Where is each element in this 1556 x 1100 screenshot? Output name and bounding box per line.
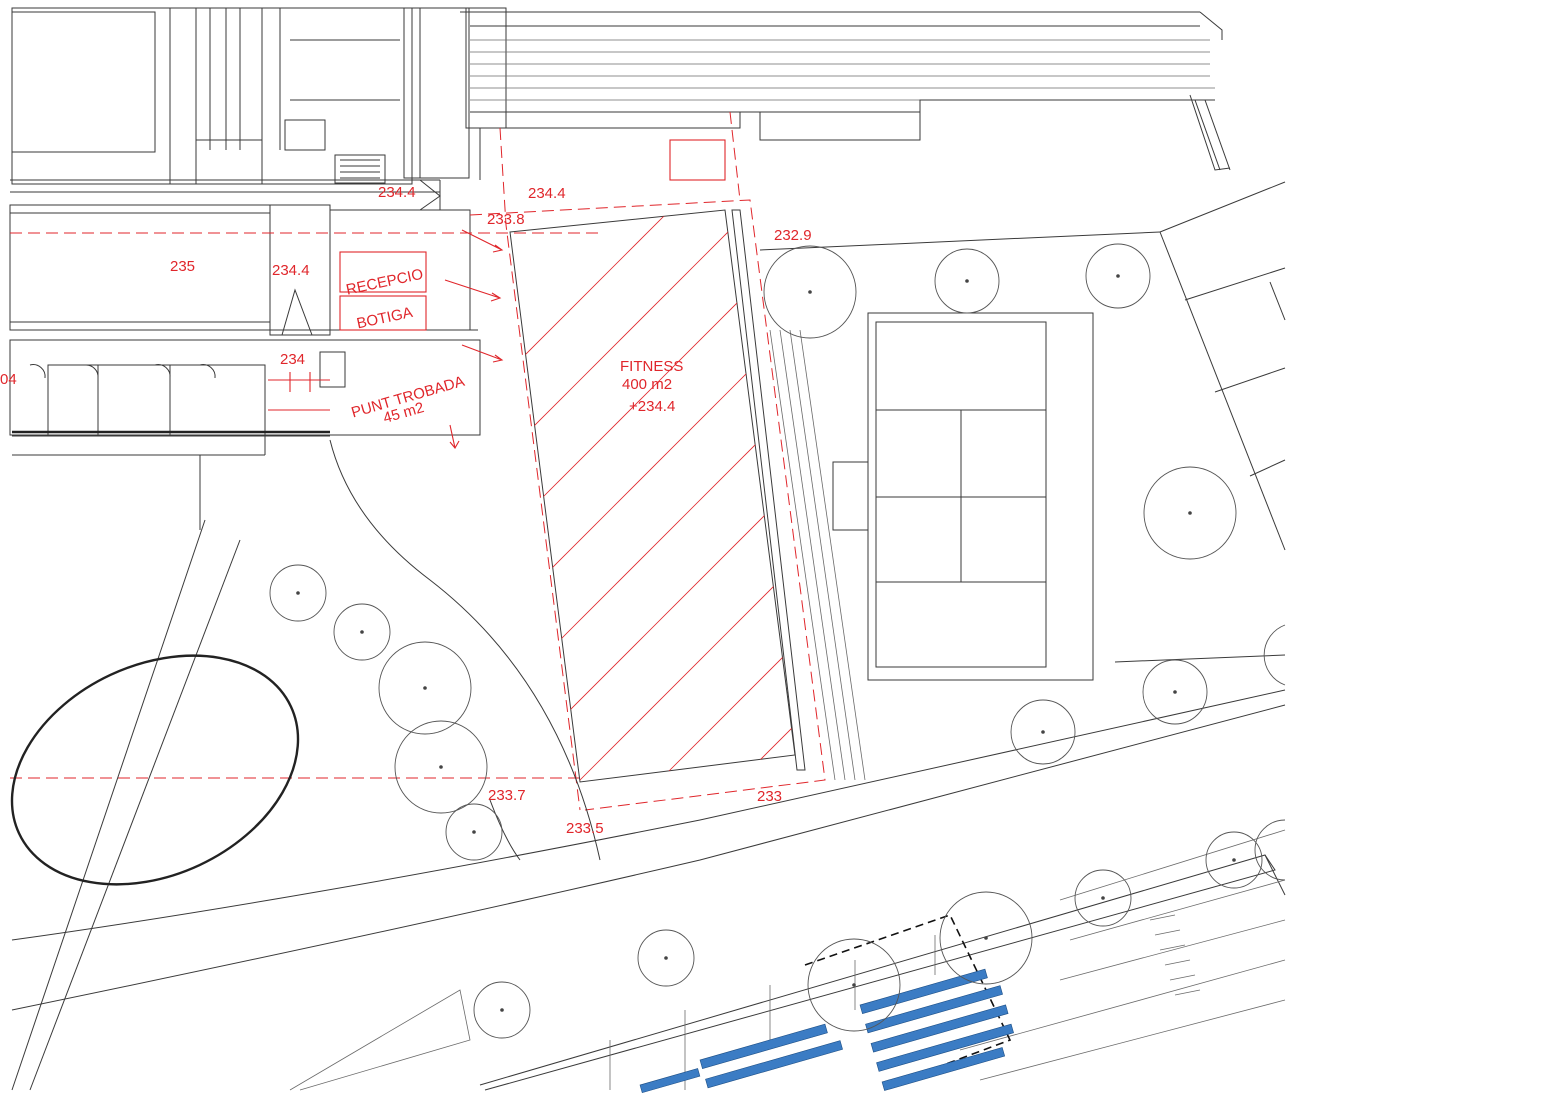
elevation-label: 233.8: [487, 211, 525, 228]
room-label-fragment: 04: [0, 371, 17, 388]
room-label-recepcio: RECEPCIO: [345, 266, 425, 299]
elevation-label: 234.4: [528, 185, 566, 202]
elevation-label: 232.9: [774, 227, 812, 244]
elevation-label: 233.5: [566, 820, 604, 837]
elevation-label: 233.7: [488, 787, 526, 804]
fitness-building: [509, 209, 866, 783]
south-stand: [479, 829, 1286, 1091]
elevation-label: 235: [170, 258, 195, 275]
room-label-fitness-area: 400 m2: [622, 376, 672, 393]
existing-building-block: [11, 7, 507, 185]
room-label-botiga: BOTIGA: [355, 304, 414, 332]
clubhouse-building: [9, 179, 481, 456]
elevation-label: 234: [280, 351, 305, 368]
room-label-fitness-elevation: +234.4: [629, 398, 675, 415]
elevation-label: 233: [757, 788, 782, 805]
proposal-annotations: [10, 111, 826, 811]
stand-seats: [639, 968, 1014, 1094]
padel-court: [832, 312, 1094, 681]
elevation-label: 234.4: [378, 184, 416, 201]
trees: [269, 243, 1286, 1039]
east-building: [1159, 181, 1286, 551]
room-label-fitness: FITNESS: [620, 358, 683, 375]
elevation-label: 234.4: [272, 262, 310, 279]
landscape-paths: [10, 231, 1286, 1091]
north-terraces: [460, 11, 1231, 180]
